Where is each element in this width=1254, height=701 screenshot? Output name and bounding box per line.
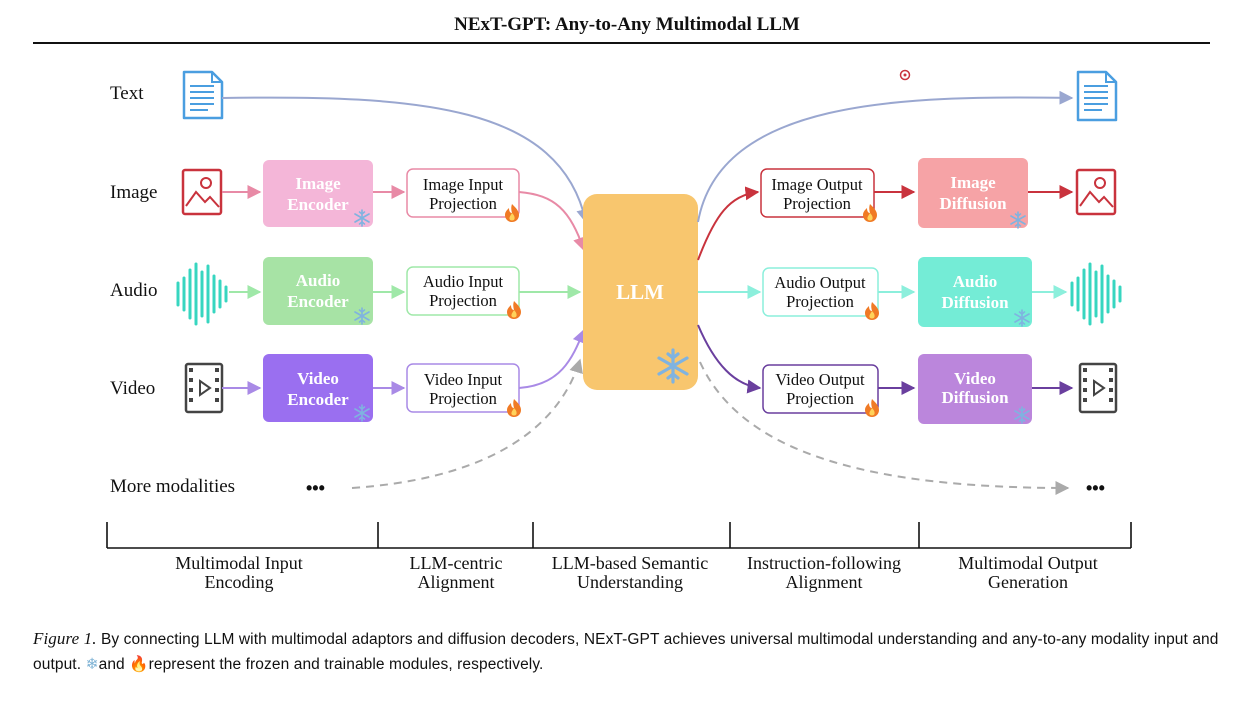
projection-to-llm-arrow-video [518, 328, 586, 389]
image-output-projection-block: Image Output Projection [760, 168, 877, 222]
image-output-projection-label-2: Projection [783, 194, 851, 213]
image-input-projection-label-1: Image Input [423, 175, 504, 194]
audio-diffusion-block: Audio Diffusion [918, 257, 1032, 327]
stage-label-4-line1: Instruction-following [747, 553, 901, 573]
image-encoder-label-1: Image [295, 174, 341, 193]
caption-text-3: represent the frozen and trainable modul… [148, 656, 544, 673]
stage-label-5-line1: Multimodal Output [958, 553, 1098, 573]
llm-to-image-projection-arrow [697, 186, 760, 261]
video-output-projection-label-2: Projection [786, 389, 854, 408]
stage-label-3-line2: Understanding [577, 572, 683, 592]
llm-to-text-arrow [697, 90, 1074, 223]
text-document-icon-output [1076, 70, 1118, 122]
video-diffusion-block: Video Diffusion [918, 354, 1032, 424]
figure-title: NExT-GPT: Any-to-Any Multimodal LLM [454, 14, 800, 35]
audio-output-projection-block: Audio Output Projection [762, 267, 879, 320]
video-diffusion-label-1: Video [954, 369, 996, 388]
llm-label: LLM [616, 280, 664, 304]
modality-label-more: More modalities [110, 476, 235, 497]
cursor-dot-icon [899, 69, 911, 81]
modality-label-image: Image [110, 182, 157, 203]
video-encoder-block: Video Encoder [263, 354, 373, 422]
image-diffusion-block: Image Diffusion [918, 158, 1028, 229]
image-input-projection-block: Image Input Projection [406, 168, 520, 222]
image-encoder-label-2: Encoder [287, 195, 349, 214]
more-to-llm-arrow [351, 358, 583, 489]
audio-encoder-label-1: Audio [296, 271, 340, 290]
image-icon-input [181, 168, 223, 216]
figure-caption: Figure 1. By connecting LLM with multimo… [33, 626, 1223, 677]
video-output-projection-block: Video Output Projection [762, 364, 879, 417]
video-input-projection-label-1: Video Input [424, 370, 503, 389]
audio-output-projection-label-2: Projection [786, 292, 854, 311]
audio-input-projection-label-2: Projection [429, 291, 497, 310]
stage-label-2-line2: Alignment [418, 572, 495, 592]
audio-waveform-icon-input [176, 262, 228, 326]
stage-label-1-line1: Multimodal Input [175, 553, 303, 573]
snowflake-icon: ❄ [85, 656, 99, 673]
video-output-projection-label-1: Video Output [775, 370, 865, 389]
image-diffusion-label-2: Diffusion [939, 194, 1007, 213]
image-encoder-block: Image Encoder [263, 160, 373, 227]
video-film-icon-output [1078, 362, 1118, 414]
stage-label-2-line1: LLM-centric [410, 553, 503, 573]
llm-to-video-projection-arrow [697, 324, 762, 394]
text-to-llm-arrow [221, 96, 591, 224]
ellipsis-output: ••• [1086, 478, 1105, 498]
audio-diffusion-label-2: Diffusion [941, 293, 1009, 312]
image-output-projection-label-1: Image Output [771, 175, 863, 194]
video-input-projection-block: Video Input Projection [406, 363, 521, 417]
projection-to-llm-arrow-image [518, 191, 587, 252]
audio-waveform-icon-output [1070, 262, 1122, 326]
video-diffusion-label-2: Diffusion [941, 388, 1009, 407]
modality-label-audio: Audio [110, 280, 158, 301]
audio-encoder-label-2: Encoder [287, 292, 349, 311]
modality-label-video: Video [110, 378, 155, 399]
llm-block: LLM [583, 194, 698, 390]
title-rule [33, 42, 1210, 44]
stage-label-1-line2: Encoding [205, 572, 274, 592]
text-document-icon [182, 70, 224, 120]
video-encoder-label-1: Video [297, 369, 339, 388]
audio-encoder-block: Audio Encoder [263, 257, 373, 325]
caption-text-1: By connecting LLM with multimodal adapto… [33, 631, 1219, 673]
figure-label: Figure 1. [33, 629, 97, 648]
stage-label-4-line2: Alignment [786, 572, 863, 592]
audio-input-projection-block: Audio Input Projection [406, 266, 521, 319]
stage-label-3-line1: LLM-based Semantic [552, 553, 708, 573]
video-input-projection-label-2: Projection [429, 389, 497, 408]
modality-label-text: Text [110, 83, 144, 104]
video-encoder-label-2: Encoder [287, 390, 349, 409]
video-film-icon-input [184, 362, 224, 414]
image-diffusion-label-1: Image [950, 173, 996, 192]
audio-diffusion-label-1: Audio [953, 272, 997, 291]
caption-text-2: and [98, 656, 130, 673]
stage-label-5-line2: Generation [988, 572, 1068, 592]
ellipsis-input: ••• [306, 478, 325, 498]
image-icon-output [1075, 168, 1117, 216]
llm-to-more-arrow [699, 361, 1070, 495]
image-input-projection-label-2: Projection [429, 194, 497, 213]
audio-input-projection-label-1: Audio Input [423, 272, 504, 291]
audio-output-projection-label-1: Audio Output [774, 273, 866, 292]
stage-bracket [106, 522, 1132, 549]
flame-icon: 🔥 [129, 656, 149, 673]
